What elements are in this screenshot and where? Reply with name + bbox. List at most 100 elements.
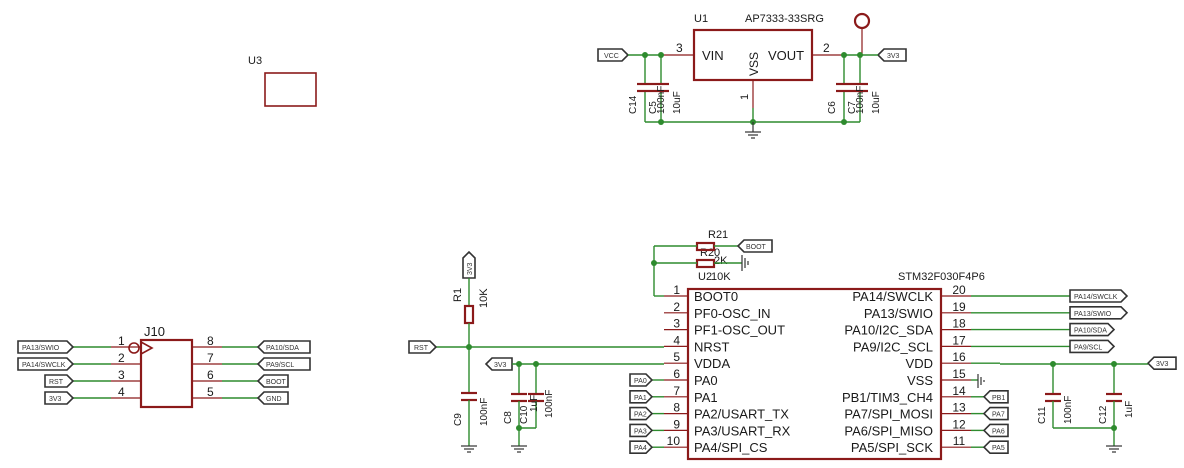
svg-text:3V3: 3V3: [49, 396, 62, 403]
mcu-pin-name: PB1/TIM3_CH4: [842, 390, 933, 405]
svg-text:PA14/SWCLK: PA14/SWCLK: [22, 362, 66, 369]
mcu-pin-number: 20: [952, 283, 966, 297]
svg-text:PA9/SCL: PA9/SCL: [1074, 344, 1102, 351]
svg-text:VCC: VCC: [604, 53, 619, 60]
net-label: PA1: [629, 389, 654, 404]
svg-text:1uF: 1uF: [529, 395, 540, 412]
header-pin-number: 1: [118, 334, 125, 348]
mcu-pin-name: PA10/I2C_SDA: [844, 323, 933, 338]
boot-circuit: R21 R20 2K U2 10K BOOT: [651, 229, 773, 297]
header-pin-number: 4: [118, 385, 125, 399]
mcu-pin-number: 2: [673, 300, 680, 314]
regulator-u1: U1 AP7333-33SRG VIN VOUT VSS 3 2 1 VCC 3…: [597, 12, 907, 139]
mcu-pin-number: 3: [673, 317, 680, 331]
mcu-pin-name: VDDA: [694, 356, 730, 371]
svg-text:PA2: PA2: [634, 412, 647, 419]
u1-value: AP7333-33SRG: [745, 13, 824, 25]
net-label: PA13/SWIO: [17, 340, 75, 354]
net-label: PA2: [629, 406, 654, 421]
mcu-pin-number: 9: [673, 417, 680, 431]
ground-icon: [977, 374, 985, 388]
mcu-pin-name: PA6/SPI_MISO: [844, 423, 933, 438]
svg-text:PA4: PA4: [634, 445, 647, 452]
mcu-pin-name: PA0: [694, 373, 718, 388]
svg-text:PA9/SCL: PA9/SCL: [266, 362, 294, 369]
reset-circuit: 3V3 R1 10K RST C9 100nF: [408, 250, 664, 453]
net-label-3v3-vdda: 3V3: [484, 357, 513, 371]
net-label: PA0: [629, 373, 654, 387]
svg-text:C9: C9: [453, 413, 464, 426]
mcu-pin-number: 13: [952, 401, 966, 415]
net-label: 3V3: [1146, 356, 1177, 371]
mcu-pin-name: BOOT0: [694, 289, 738, 304]
mcu-pin-name: VSS: [907, 373, 933, 388]
mcu-pin-number: 10: [667, 434, 681, 448]
u1-ref: U1: [694, 13, 708, 25]
svg-text:C11: C11: [1037, 406, 1048, 424]
svg-text:100nF: 100nF: [1063, 396, 1074, 424]
vdda-circuit: 3V3 C8 C10 1uF 100nF: [484, 357, 664, 453]
ground-icon: [461, 445, 477, 453]
svg-text:C6: C6: [827, 101, 838, 114]
ground-icon: [745, 122, 761, 139]
net-label: PA5: [982, 440, 1009, 455]
mcu-stm32: STM32F030F4P6 BOOT01PF0-OSC_IN2PF1-OSC_O…: [629, 271, 1177, 461]
svg-text:U2: U2: [698, 271, 712, 283]
svg-text:3V3: 3V3: [1156, 361, 1169, 368]
net-label: PA14/SWCLK: [17, 357, 75, 371]
mcu-pin-number: 6: [673, 367, 680, 381]
svg-text:PA10/SDA: PA10/SDA: [1074, 328, 1107, 335]
mcu-pin-name: NRST: [694, 339, 729, 354]
net-label: PA10/SDA: [1069, 322, 1116, 337]
net-label: PA6: [982, 423, 1009, 438]
mcu-pin-number: 19: [952, 300, 966, 314]
svg-text:10uF: 10uF: [672, 91, 683, 114]
net-label: PA7: [982, 406, 1009, 421]
net-label: BOOT: [256, 374, 289, 388]
mcu-pin-number: 4: [673, 333, 680, 347]
mcu-pin-name: PA2/USART_TX: [694, 407, 789, 422]
net-label-3v3-reg: 3V3: [876, 48, 907, 62]
net-label: PA14/SWCLK: [1069, 289, 1129, 303]
svg-text:PA0: PA0: [634, 378, 647, 385]
svg-text:U3: U3: [248, 55, 262, 67]
svg-text:3V3: 3V3: [887, 53, 900, 60]
mcu-pin-number: 15: [952, 367, 966, 381]
ground-icon: [1106, 445, 1122, 453]
mcu-pin-name: PA13/SWIO: [864, 306, 933, 321]
u1-pin3: 3: [676, 41, 683, 55]
ground-icon: [511, 445, 527, 453]
svg-text:PA5: PA5: [992, 445, 1005, 452]
mcu-pin-number: 8: [673, 401, 680, 415]
mcu-pin-number: 12: [952, 417, 966, 431]
svg-text:10K: 10K: [711, 271, 731, 283]
svg-text:10uF: 10uF: [871, 91, 882, 114]
header-pin-number: 3: [118, 368, 125, 382]
svg-text:R21: R21: [708, 229, 728, 241]
svg-text:GND: GND: [266, 396, 282, 403]
net-label-rst: RST: [408, 340, 438, 354]
svg-text:PA13/SWIO: PA13/SWIO: [22, 345, 60, 352]
part-u3: U3: [248, 55, 317, 107]
svg-text:C12: C12: [1098, 405, 1109, 424]
mcu-pin-name: PA14/SWCLK: [852, 289, 933, 304]
header-pin-number: 6: [207, 368, 214, 382]
net-label: 3V3: [44, 391, 75, 405]
mcu-pin-name: PA5/SPI_SCK: [851, 440, 933, 455]
svg-text:BOOT: BOOT: [266, 379, 287, 386]
mcu-pin-number: 17: [952, 333, 966, 347]
mcu-pin-name: VDD: [906, 356, 933, 371]
mcu-pin-number: 16: [952, 350, 966, 364]
svg-text:1uF: 1uF: [1124, 401, 1135, 418]
svg-text:BOOT: BOOT: [746, 244, 767, 251]
svg-text:2K: 2K: [714, 255, 728, 267]
mcu-pin-name: PF0-OSC_IN: [694, 306, 771, 321]
svg-text:J10: J10: [144, 324, 165, 339]
net-label: PA3: [629, 423, 654, 438]
svg-text:PA3: PA3: [634, 428, 647, 435]
svg-text:PA14/SWCLK: PA14/SWCLK: [1074, 294, 1118, 301]
u1-vout-label: VOUT: [768, 48, 804, 63]
mcu-pin-number: 18: [952, 317, 966, 331]
svg-text:100nF: 100nF: [656, 86, 667, 114]
